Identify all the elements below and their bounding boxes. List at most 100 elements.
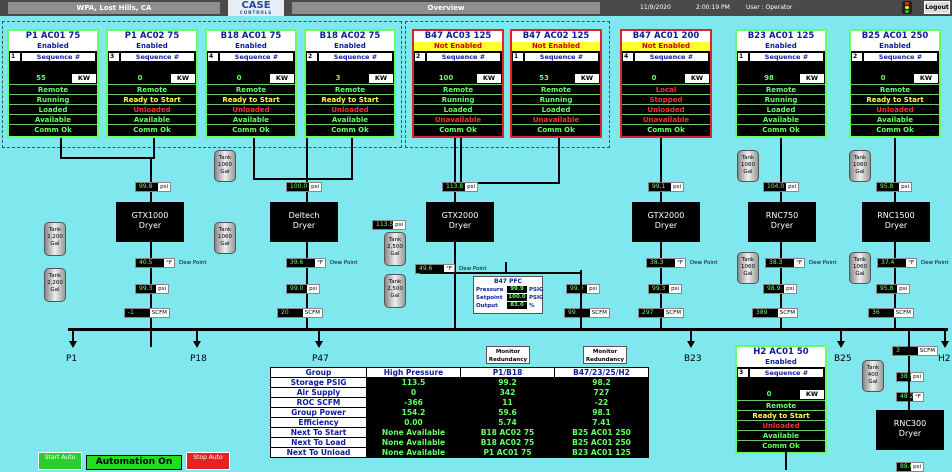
sequence-number[interactable]: 1 — [738, 53, 748, 61]
start-auto-button[interactable]: Start Auto — [38, 452, 82, 470]
monitor-redundancy-button-b47[interactable]: Monitor Redundancy — [583, 346, 627, 364]
destination-label: B25 — [834, 354, 852, 364]
enable-status[interactable]: Enabled — [737, 42, 825, 51]
kw-value: 3 — [335, 74, 341, 82]
pipe — [944, 330, 946, 342]
comm-status: Comm Ok — [622, 124, 710, 134]
sequence-number[interactable]: 1 — [10, 53, 20, 61]
table-cell: ROC SCFM — [270, 397, 367, 408]
tank-label: 2,200 — [47, 234, 63, 240]
run-status: Stopped — [622, 94, 710, 104]
enable-status[interactable]: Not Enabled — [414, 42, 502, 51]
flow-arrow-icon — [941, 341, 949, 348]
enable-status[interactable]: Not Enabled — [622, 42, 710, 51]
table-cell: Next To Unload — [270, 447, 367, 458]
compressor-name: P1 AC02 75 — [108, 31, 196, 42]
tank-label: Gal — [50, 241, 60, 247]
kw-unit: KW — [270, 74, 294, 83]
run-status: Running — [9, 94, 97, 104]
tank-label: Gal — [390, 293, 400, 299]
enable-status[interactable]: Enabled — [851, 42, 939, 51]
readout-unit: psi — [786, 183, 798, 191]
readout-unit: SCFM — [777, 309, 797, 317]
blank-row — [306, 62, 394, 74]
sequence-label: Sequence # — [22, 53, 95, 61]
dew-point-label: Dew Point — [179, 260, 207, 266]
logout-button[interactable]: Logout — [924, 1, 950, 14]
enable-status[interactable]: Enabled — [9, 42, 97, 51]
mode-status: Local — [622, 84, 710, 94]
readout-unit: SCFM — [149, 309, 169, 317]
sequence-number[interactable]: 3 — [109, 53, 119, 61]
readout-unit: psi — [587, 285, 599, 293]
pfc-value[interactable]: 100.0 — [507, 294, 527, 301]
pfc-unit: PSIG — [529, 295, 544, 301]
sequence-number[interactable]: 2 — [307, 53, 317, 61]
sequence-number[interactable]: 4 — [623, 53, 633, 61]
mode-status: Remote — [108, 84, 196, 94]
blank-row — [737, 62, 825, 74]
sequence-number[interactable]: 3 — [738, 369, 748, 377]
run-status: Ready to Start — [851, 94, 939, 104]
dryer-label: Dryer — [448, 221, 472, 230]
enable-status[interactable]: Enabled — [306, 42, 394, 51]
comm-status: Comm Ok — [207, 124, 295, 134]
flow-arrow-icon — [315, 341, 323, 348]
enable-status[interactable]: Not Enabled — [512, 42, 600, 51]
sequence-number[interactable]: 2 — [852, 53, 862, 61]
stop-auto-button[interactable]: Stop Auto — [186, 452, 230, 470]
monitor-redundancy-button-p1b18[interactable]: Monitor Redundancy — [486, 346, 530, 364]
automation-status: Automation On — [86, 455, 182, 470]
compressor-name: B47 AC01 200 — [622, 31, 710, 42]
sequence-number[interactable]: 1 — [513, 53, 523, 61]
mode-status: Remote — [737, 84, 825, 94]
table-cell: B18 AC02 75 — [460, 437, 555, 448]
readout-value: 389 — [756, 309, 768, 316]
tank-label: 1060 — [853, 264, 867, 270]
readout-value: 95.8 — [880, 285, 894, 292]
readout-unit: psi — [911, 373, 923, 381]
table-cell: B23 AC01 125 — [554, 447, 649, 458]
kw-unit: KW — [800, 74, 824, 83]
table-cell: 154.2 — [366, 407, 461, 418]
readout-value: 297 — [642, 309, 654, 316]
compressor-name: B25 AC01 250 — [851, 31, 939, 42]
enable-status[interactable]: Enabled — [737, 358, 825, 367]
enable-status[interactable]: Enabled — [207, 42, 295, 51]
flow-arrow-icon — [837, 341, 845, 348]
kw-value: 100 — [438, 74, 454, 82]
flow-readout: 389 SCFM — [752, 308, 798, 318]
compressor-name: B47 AC03 125 — [414, 31, 502, 42]
enable-status[interactable]: Enabled — [108, 42, 196, 51]
destination-label: P18 — [190, 354, 207, 364]
run-status: Ready to Start — [306, 94, 394, 104]
sequence-number[interactable]: 4 — [208, 53, 218, 61]
sequence-number[interactable]: 2 — [415, 53, 425, 61]
compressor-name: B18 AC01 75 — [207, 31, 295, 42]
